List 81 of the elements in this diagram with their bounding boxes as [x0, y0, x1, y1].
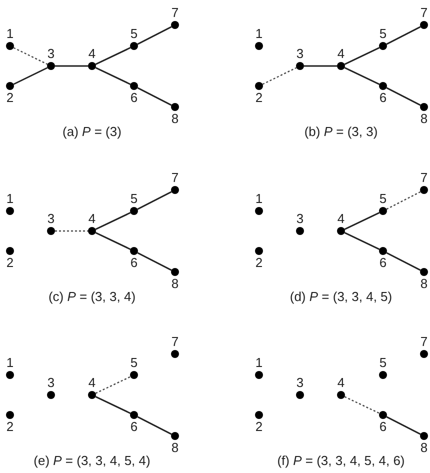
vertex-number: 7: [170, 6, 180, 20]
vertex-number: 6: [129, 91, 139, 105]
dotted-edge: [262, 67, 297, 85]
tree-edge: [55, 65, 88, 67]
vertex-number: 6: [129, 256, 139, 270]
tree-edge: [95, 232, 131, 250]
vertex-number: 1: [5, 27, 15, 41]
tree-edge: [137, 26, 172, 45]
dotted-edge: [344, 396, 380, 414]
vertex-number: 2: [254, 91, 264, 105]
panel-caption: (c) P = (3, 3, 4): [47, 289, 137, 304]
vertex-number: 2: [254, 420, 264, 434]
panel-caption: (b) P = (3, 3): [303, 124, 379, 139]
vertex-number: 4: [87, 47, 97, 61]
vertex-number: 2: [5, 91, 15, 105]
tree-edge: [386, 87, 421, 106]
vertex-number: 7: [419, 6, 429, 20]
vertex-number: 2: [5, 420, 15, 434]
vertex-number: 8: [170, 441, 180, 455]
vertex-number: 3: [295, 376, 305, 390]
vertex-number: 3: [46, 47, 56, 61]
tree-edge: [137, 87, 172, 106]
vertex-number: 6: [378, 256, 388, 270]
tree-edge: [344, 67, 380, 85]
vertex-number: 1: [254, 356, 264, 370]
vertex-number: 8: [170, 112, 180, 126]
vertex-number: 8: [419, 112, 429, 126]
vertex-number: 3: [295, 212, 305, 226]
panel-caption: (e) P = (3, 3, 4, 5, 4): [32, 453, 152, 468]
vertex-number: 3: [46, 376, 56, 390]
tree-edge: [13, 67, 48, 85]
panel-caption: (d) P = (3, 3, 4, 5): [288, 289, 394, 304]
vertex-number: 7: [419, 335, 429, 349]
tree-edge: [344, 212, 380, 230]
vertex-number: 1: [5, 192, 15, 206]
vertex-number: 7: [170, 335, 180, 349]
vertex-number: 1: [254, 192, 264, 206]
vertex-number: 5: [378, 192, 388, 206]
vertex-number: 3: [295, 47, 305, 61]
vertex-number: 5: [378, 356, 388, 370]
dotted-edge: [13, 47, 48, 65]
vertex-number: 6: [378, 91, 388, 105]
tree-edge: [95, 396, 131, 414]
dotted-edge: [95, 376, 131, 394]
vertex-number: 4: [336, 212, 346, 226]
vertex-number: 1: [5, 356, 15, 370]
tree-edge: [386, 252, 421, 271]
tree-edge: [304, 65, 337, 67]
tree-edge: [95, 47, 131, 65]
vertex-number: 2: [254, 256, 264, 270]
vertex-number: 5: [129, 356, 139, 370]
vertex-number: 3: [46, 212, 56, 226]
vertex-number: 2: [5, 256, 15, 270]
dotted-edge: [55, 230, 88, 232]
panel-caption: (f) P = (3, 3, 4, 5, 4, 6): [276, 453, 406, 468]
tree-edge: [137, 252, 172, 271]
vertex-number: 5: [129, 192, 139, 206]
tree-edge: [386, 416, 421, 435]
vertex-number: 4: [87, 376, 97, 390]
tree-edge: [386, 26, 421, 45]
vertex-number: 8: [419, 441, 429, 455]
dotted-edge: [386, 191, 421, 210]
tree-edge: [344, 47, 380, 65]
vertex-number: 4: [336, 47, 346, 61]
vertex-number: 7: [170, 171, 180, 185]
vertex-number: 4: [87, 212, 97, 226]
vertex-number: 1: [254, 27, 264, 41]
tree-edge: [137, 191, 172, 210]
tree-edge: [95, 212, 131, 230]
vertex-number: 8: [419, 277, 429, 291]
vertex-number: 6: [378, 420, 388, 434]
tree-edge: [344, 232, 380, 250]
vertex-number: 5: [378, 27, 388, 41]
vertex-number: 8: [170, 277, 180, 291]
tree-edge: [137, 416, 172, 435]
vertex-number: 7: [419, 171, 429, 185]
panel-caption: (a) P = (3): [62, 124, 122, 139]
vertex-number: 5: [129, 27, 139, 41]
tree-edge: [95, 67, 131, 85]
vertex-number: 4: [336, 376, 346, 390]
vertex-number: 6: [129, 420, 139, 434]
